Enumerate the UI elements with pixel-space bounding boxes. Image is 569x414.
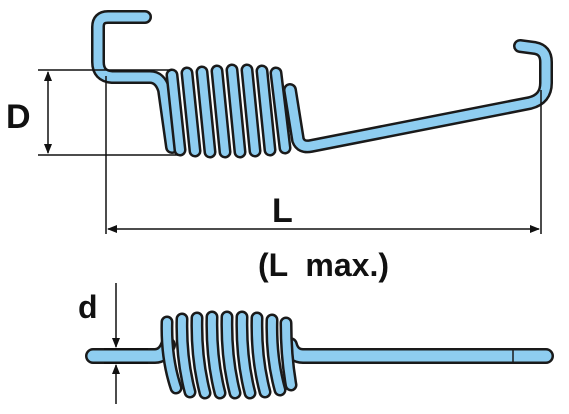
wire-diameter-label: d — [78, 289, 98, 325]
length-label: L — [272, 192, 293, 230]
left-stub — [87, 339, 174, 362]
coil-turn — [168, 71, 184, 154]
coil-group-side — [160, 310, 298, 400]
right-leg — [285, 41, 551, 151]
coil-turn — [272, 69, 289, 152]
length-max-label: (L max.) — [258, 247, 389, 283]
coil-turn — [228, 66, 244, 156]
coil-turn — [222, 313, 239, 397]
coil-turn — [282, 319, 295, 389]
right-leg-outline — [283, 39, 553, 154]
coil-group-top — [165, 63, 292, 159]
dimension-coil-diameter: D — [6, 69, 178, 156]
dimension-length: L (L max.) — [105, 76, 542, 283]
coil-diameter-label: D — [6, 98, 31, 136]
coil-turn — [237, 313, 254, 397]
right-straight-leg — [284, 339, 552, 362]
coil-turn — [162, 318, 180, 392]
dimension-wire-diameter: d — [78, 283, 148, 404]
coil-turn — [207, 313, 224, 397]
coil-turn — [192, 314, 209, 397]
coil-turn — [267, 316, 284, 394]
coil-turn — [243, 66, 259, 155]
coil-turn — [183, 69, 199, 155]
coil-turn — [213, 67, 229, 156]
spring-side-view — [85, 310, 554, 400]
coil-turn — [177, 315, 194, 396]
coil-turn — [258, 67, 274, 154]
coil-turn — [198, 68, 214, 156]
spring-top-view — [91, 10, 553, 159]
coil-turn — [252, 314, 269, 396]
left-hook — [93, 12, 177, 152]
